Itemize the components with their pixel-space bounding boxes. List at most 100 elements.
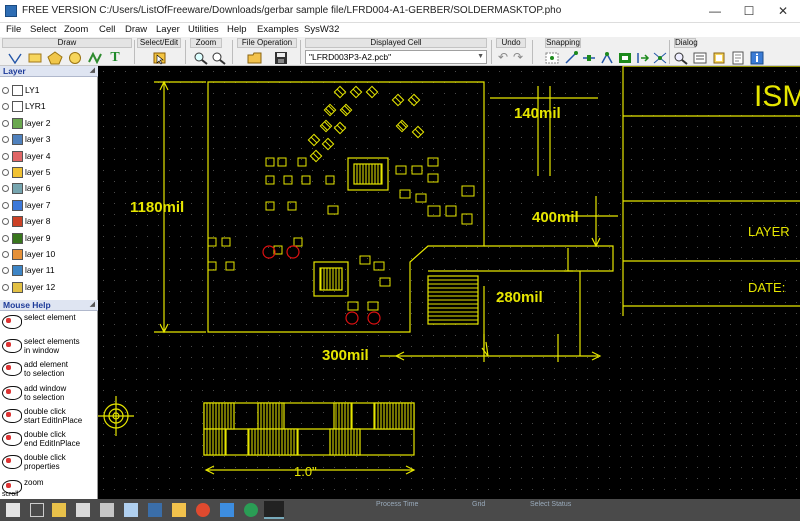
layer-row[interactable]: layer 9 — [0, 231, 98, 247]
maximize-button[interactable]: ☐ — [743, 4, 755, 18]
minimize-button[interactable]: — — [709, 4, 721, 18]
drawing-canvas[interactable]: 1180mil 140mil 400mil 280mil 300mil 1.0"… — [98, 66, 800, 499]
visibility-toggle-icon[interactable] — [2, 169, 9, 176]
app-icon-5[interactable] — [244, 503, 258, 517]
windows-start-icon[interactable] — [6, 503, 20, 517]
layer-color-swatch[interactable] — [12, 134, 23, 146]
find-dialog-icon[interactable] — [672, 50, 688, 65]
pin-icon[interactable]: ◢ — [89, 301, 95, 308]
displayed-cell-select[interactable]: "LFRD003P3-A2.pcb" ▼ — [305, 50, 487, 64]
visibility-toggle-icon[interactable] — [2, 267, 9, 275]
group-select-edit: Select/Edit — [137, 38, 181, 48]
visibility-toggle-icon[interactable] — [2, 103, 9, 111]
layer-color-swatch[interactable] — [12, 249, 23, 260]
active-app-icon[interactable] — [264, 501, 284, 519]
select-edit-icon[interactable] — [151, 50, 167, 65]
layer-color-swatch[interactable] — [12, 216, 23, 228]
snap-midpoint-icon[interactable] — [580, 50, 596, 64]
snap-grid-icon[interactable] — [543, 50, 559, 64]
mouse-help-title: Mouse Help — [3, 300, 51, 310]
visibility-toggle-icon[interactable] — [2, 185, 9, 193]
layer-row[interactable]: layer 8 — [0, 214, 98, 230]
menu-file[interactable]: File — [6, 24, 22, 35]
app-icon-1[interactable] — [124, 503, 138, 517]
menu-cell[interactable]: Cell — [99, 24, 116, 35]
app-icon-2[interactable] — [148, 503, 162, 517]
task-view-icon[interactable] — [30, 503, 44, 517]
layer-row[interactable]: layer 10 — [0, 247, 98, 263]
menu-layer[interactable]: Layer — [156, 24, 180, 35]
menu-help[interactable]: Help — [227, 24, 247, 35]
layer-color-swatch[interactable] — [12, 183, 23, 195]
gerber-drawing[interactable]: 1180mil 140mil 400mil 280mil 300mil 1.0"… — [98, 66, 800, 499]
layer-color-swatch[interactable] — [12, 85, 23, 96]
mouse-help-item: zoom — [0, 478, 98, 500]
chrome-icon[interactable] — [196, 503, 210, 517]
properties-dialog-icon[interactable] — [691, 50, 707, 64]
mail-icon[interactable] — [100, 503, 114, 517]
visibility-toggle-icon[interactable] — [2, 119, 9, 127]
visibility-toggle-icon[interactable] — [2, 201, 9, 209]
text-tool-icon[interactable]: T — [110, 50, 120, 65]
menu-select[interactable]: Select — [30, 24, 57, 35]
file-explorer-icon[interactable] — [52, 503, 66, 517]
visibility-toggle-icon[interactable] — [2, 283, 9, 291]
circle-tool-icon[interactable] — [66, 50, 82, 64]
menu-examples[interactable]: Examples — [257, 24, 299, 35]
app-icon-4[interactable] — [220, 503, 234, 517]
layer-row[interactable]: layer 7 — [0, 198, 98, 214]
snap-edge-icon[interactable] — [634, 50, 650, 64]
layer-color-swatch[interactable] — [12, 232, 23, 244]
menu-zoom[interactable]: Zoom — [64, 24, 89, 35]
path-tool-icon[interactable] — [86, 50, 102, 65]
layer-color-swatch[interactable] — [12, 150, 23, 162]
save-icon[interactable] — [272, 50, 288, 64]
layer-row[interactable]: layer 12 — [0, 280, 98, 296]
layer-row[interactable]: layer 11 — [0, 263, 98, 279]
redo-icon[interactable]: ↷ — [513, 50, 524, 64]
snap-vertex-icon[interactable] — [598, 50, 614, 64]
app-icon-3[interactable] — [172, 503, 186, 517]
polygon-tool-icon[interactable] — [46, 50, 63, 65]
visibility-toggle-icon[interactable] — [2, 87, 9, 94]
layer-row[interactable]: layer 4 — [0, 149, 98, 165]
snap-endpoint-icon[interactable] — [562, 50, 578, 64]
layer-color-swatch[interactable] — [12, 167, 23, 178]
layer-row[interactable]: layer 6 — [0, 181, 98, 197]
pin-icon[interactable]: ◢ — [89, 67, 95, 74]
layer-row[interactable]: layer 3 — [0, 132, 98, 148]
snap-intersect-icon[interactable] — [651, 50, 667, 64]
visibility-toggle-icon[interactable] — [2, 251, 9, 258]
layer-color-swatch[interactable] — [12, 265, 23, 277]
menu-utilities[interactable]: Utilities — [188, 24, 219, 35]
menu-draw[interactable]: Draw — [125, 24, 148, 35]
open-folder-icon[interactable] — [246, 50, 262, 64]
layer-dialog-icon[interactable] — [710, 50, 726, 64]
visibility-toggle-icon[interactable] — [2, 152, 9, 160]
notes-dialog-icon[interactable] — [729, 50, 745, 65]
polyline-tool-icon[interactable] — [6, 50, 22, 65]
store-icon[interactable] — [76, 503, 90, 517]
layer-row[interactable]: LY1 — [0, 83, 98, 99]
layer-color-swatch[interactable] — [12, 281, 23, 293]
layer-color-swatch[interactable] — [12, 199, 23, 211]
snap-center-icon[interactable] — [616, 50, 632, 64]
undo-icon[interactable]: ↶ — [498, 50, 509, 64]
layer-row[interactable]: layer 2 — [0, 116, 98, 132]
rectangle-tool-icon[interactable] — [26, 50, 42, 64]
close-button[interactable]: ✕ — [777, 4, 789, 18]
visibility-toggle-icon[interactable] — [2, 218, 9, 226]
zoom-out-icon[interactable] — [210, 50, 226, 65]
layer-color-swatch[interactable] — [12, 117, 23, 129]
layer-row[interactable]: LYR1 — [0, 99, 98, 115]
visibility-toggle-icon[interactable] — [2, 234, 9, 242]
menu-sysw32[interactable]: SysW32 — [304, 24, 340, 35]
info-dialog-icon[interactable] — [748, 50, 764, 65]
visibility-toggle-icon[interactable] — [2, 136, 9, 144]
layer-row[interactable]: layer 5 — [0, 165, 98, 181]
layer-color-swatch[interactable] — [12, 101, 23, 113]
zoom-in-icon[interactable] — [192, 50, 208, 65]
